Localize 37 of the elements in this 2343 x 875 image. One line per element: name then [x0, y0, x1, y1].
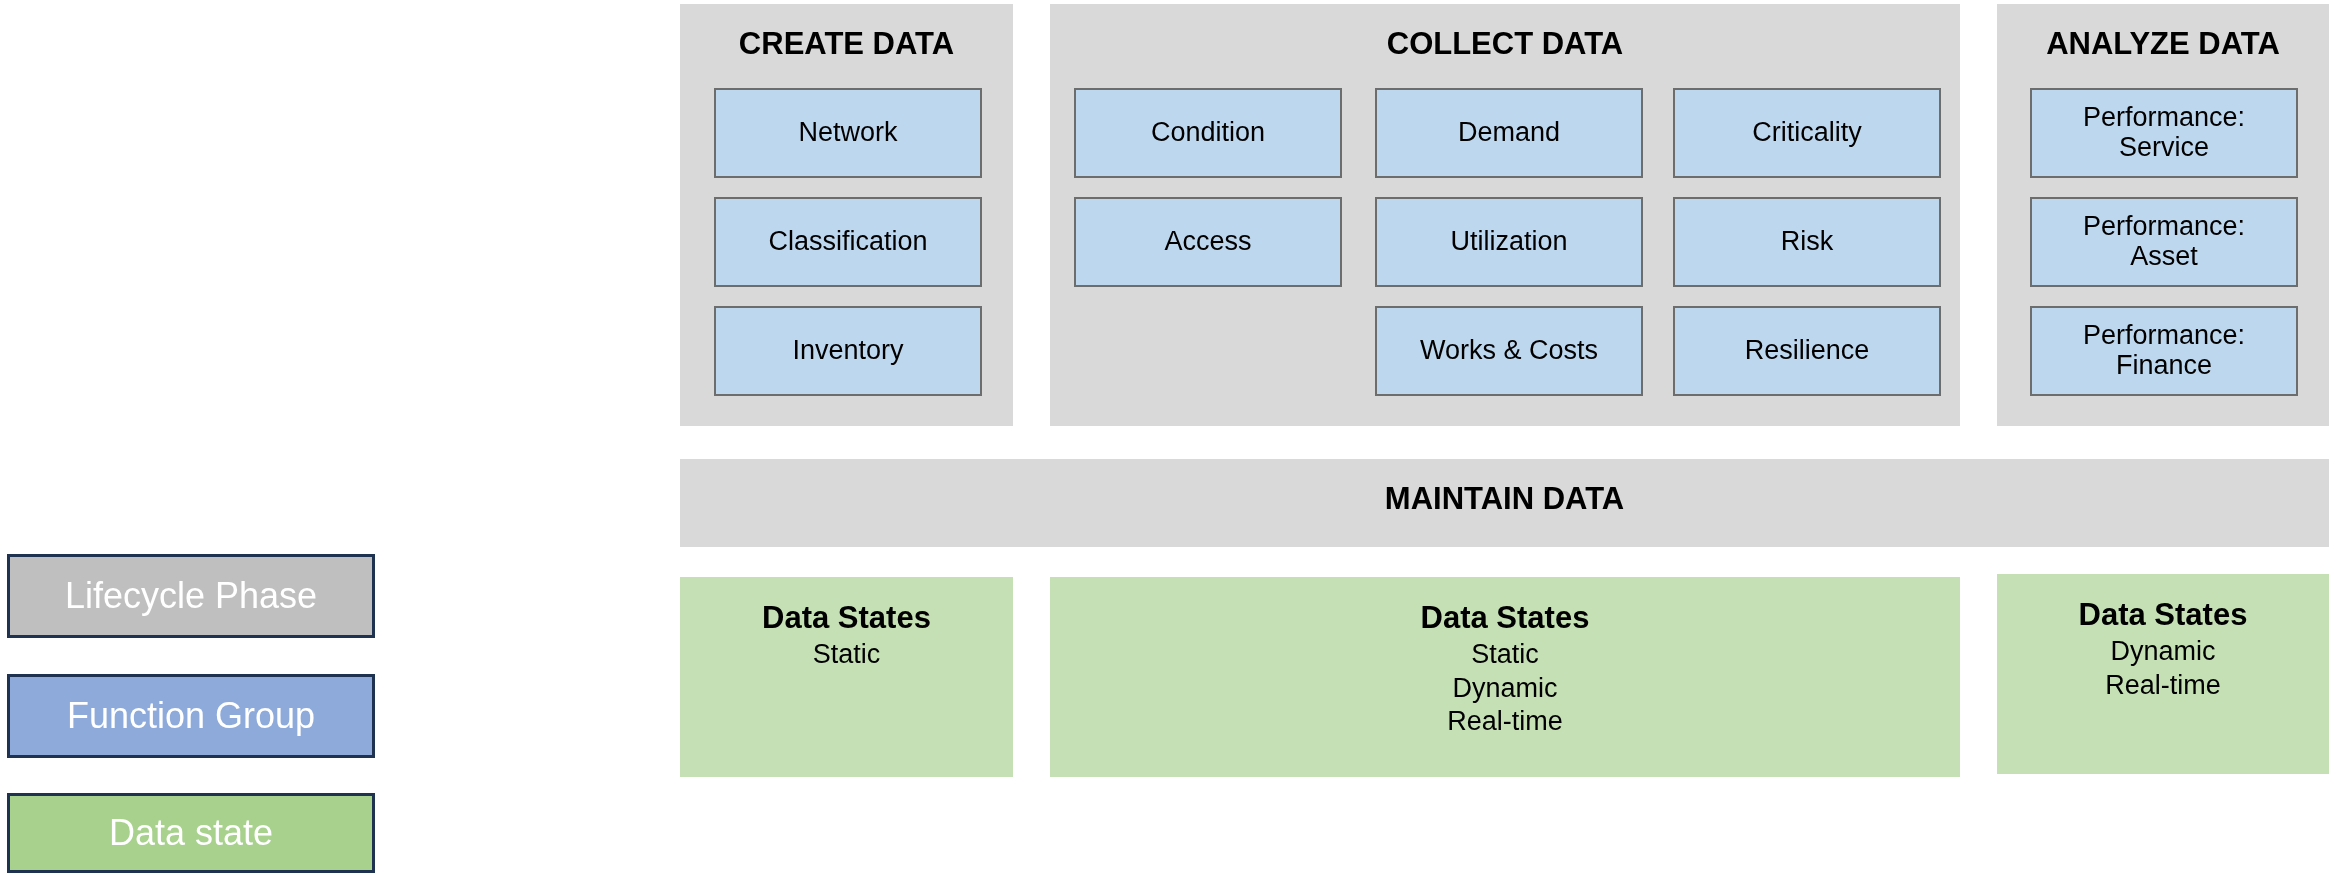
- function-group-box: Performance: Asset: [2030, 197, 2298, 287]
- data-state-item: Dynamic: [2109, 634, 2217, 668]
- function-group-box: Resilience: [1673, 306, 1941, 396]
- function-group-box: Condition: [1074, 88, 1342, 178]
- data-state-box: [1050, 577, 1960, 777]
- legend-text: Lifecycle Phase: [64, 575, 318, 617]
- function-group-box: Performance: Finance: [2030, 306, 2298, 396]
- function-group-box: Works & Costs: [1375, 306, 1643, 396]
- phase-heading: MAINTAIN DATA: [1383, 481, 1626, 517]
- phase-heading: CREATE DATA: [737, 26, 956, 62]
- function-group-box: Criticality: [1673, 88, 1941, 178]
- data-state-item: Real-time: [1446, 705, 1564, 739]
- data-state-item: Real-time: [2104, 668, 2222, 702]
- function-group-box: Network: [714, 88, 982, 178]
- function-group-box: Access: [1074, 197, 1342, 287]
- data-state-heading: Data States: [1419, 599, 1591, 637]
- phase-heading: COLLECT DATA: [1385, 26, 1625, 62]
- function-group-box: Performance: Service: [2030, 88, 2298, 178]
- lifecycle-phase-panel: [1050, 4, 1960, 426]
- data-state-item: Dynamic: [1451, 671, 1559, 705]
- data-state-heading: Data States: [761, 599, 932, 637]
- lifecycle-phase-bar: [680, 459, 2329, 547]
- function-group-box: Inventory: [714, 306, 982, 396]
- function-group-box: Demand: [1375, 88, 1643, 178]
- legend-text: Function Group: [66, 695, 316, 737]
- function-group-box: Classification: [714, 197, 982, 287]
- phase-heading: ANALYZE DATA: [2045, 26, 2281, 62]
- data-state-heading: Data States: [2077, 596, 2249, 634]
- function-group-box: Risk: [1673, 197, 1941, 287]
- function-group-box: Utilization: [1375, 197, 1643, 287]
- data-state-item: Static: [811, 637, 882, 671]
- data-state-item: Static: [1470, 637, 1540, 671]
- lifecycle-phase-panel: [680, 4, 1013, 426]
- lifecycle-phase-panel: [1997, 4, 2329, 426]
- data-state-box: [680, 577, 1013, 777]
- legend-text: Data state: [108, 812, 274, 854]
- data-state-box: [1997, 574, 2329, 774]
